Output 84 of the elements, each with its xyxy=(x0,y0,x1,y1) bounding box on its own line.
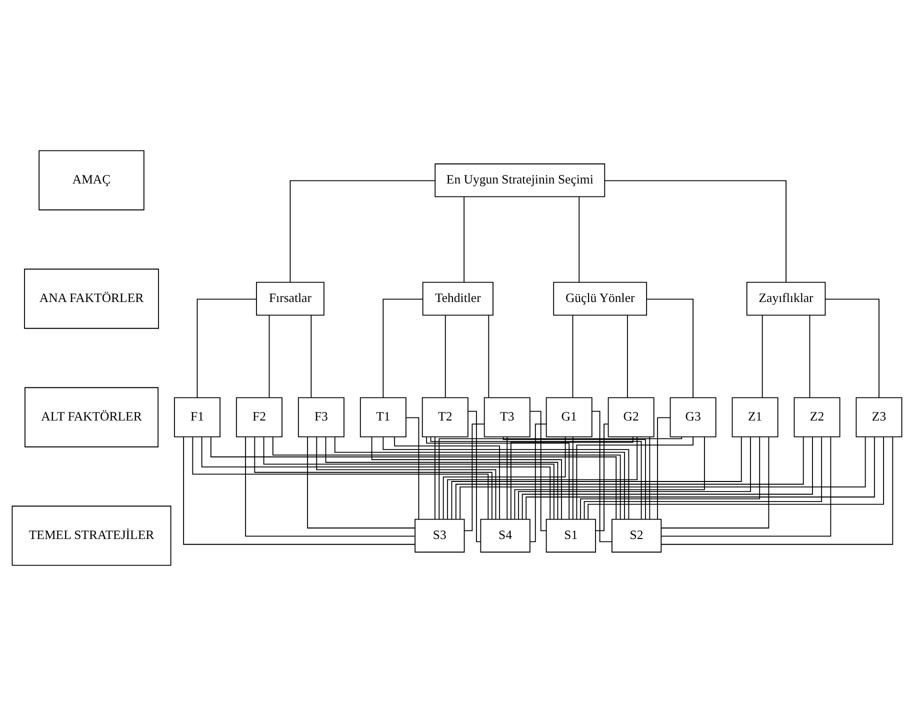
connector xyxy=(464,196,465,282)
connector xyxy=(518,436,751,520)
node-box: Z3 xyxy=(856,397,902,438)
connector xyxy=(762,314,763,398)
connector xyxy=(460,436,866,520)
node-box: G1 xyxy=(546,397,592,438)
node-box: S1 xyxy=(546,518,596,553)
connector xyxy=(657,417,670,520)
connector xyxy=(595,424,609,532)
connector xyxy=(626,314,628,398)
node-box: Fırsatlar xyxy=(256,282,324,316)
connector xyxy=(660,436,770,528)
connector xyxy=(394,436,500,520)
connector xyxy=(464,424,484,532)
connector xyxy=(290,180,436,283)
node-box: T1 xyxy=(360,397,406,438)
node-box: F2 xyxy=(236,397,282,438)
connector xyxy=(442,436,566,520)
connector xyxy=(572,436,574,520)
connector xyxy=(444,314,446,398)
node-box: F1 xyxy=(174,397,220,438)
connector xyxy=(183,436,416,545)
connector xyxy=(576,436,694,520)
connector xyxy=(522,436,813,520)
node-box: Tehditler xyxy=(422,282,494,316)
connector xyxy=(263,436,554,520)
connector xyxy=(592,410,612,542)
connector xyxy=(660,436,894,545)
connector xyxy=(371,436,562,520)
connector xyxy=(809,314,810,398)
node-box: G3 xyxy=(670,397,716,438)
connector xyxy=(426,436,570,520)
node-box: T2 xyxy=(422,397,468,438)
connector xyxy=(584,436,822,520)
node-box: Z2 xyxy=(794,397,840,438)
node-box: G2 xyxy=(608,397,654,438)
connector xyxy=(530,424,546,542)
connector xyxy=(604,180,786,283)
connector xyxy=(588,436,884,520)
node-box: S2 xyxy=(612,518,662,553)
connector xyxy=(254,436,492,520)
connector xyxy=(201,436,551,520)
connector xyxy=(192,436,489,520)
node-box: ANA FAKTÖRLER xyxy=(24,268,159,329)
node-box: S4 xyxy=(480,518,530,553)
connector xyxy=(580,436,760,520)
connector xyxy=(325,436,558,520)
node-box: Z1 xyxy=(732,397,778,438)
connector xyxy=(245,436,416,537)
node-box: Güçlü Yönler xyxy=(553,282,648,316)
node-box: En Uygun Stratejinin Seçimi xyxy=(434,163,606,198)
connector xyxy=(455,436,804,520)
connector xyxy=(307,436,416,528)
connector xyxy=(382,436,630,520)
node-box: Zayıflıklar xyxy=(746,282,826,316)
connector xyxy=(578,196,580,282)
node-box: AMAÇ xyxy=(38,150,144,210)
connector xyxy=(572,314,574,398)
connector xyxy=(438,436,682,520)
connector xyxy=(310,314,312,398)
connector xyxy=(506,436,508,520)
connector xyxy=(196,298,257,398)
connector xyxy=(661,436,832,537)
connector xyxy=(434,436,436,520)
node-box: ALT FAKTÖRLER xyxy=(24,387,158,448)
connector xyxy=(272,436,621,520)
connector xyxy=(451,436,742,520)
connector xyxy=(268,314,270,398)
connector xyxy=(334,436,625,520)
connector xyxy=(825,298,880,398)
node-box: T3 xyxy=(484,397,530,438)
connector xyxy=(649,436,650,520)
connector xyxy=(468,410,481,542)
connector xyxy=(382,298,424,398)
connector xyxy=(530,410,547,532)
node-box: F3 xyxy=(298,397,344,438)
node-box: TEMEL STRATEJİLER xyxy=(12,506,172,566)
node-box: S3 xyxy=(414,518,465,553)
connector xyxy=(488,314,490,398)
connector xyxy=(316,436,496,520)
connector xyxy=(210,436,617,520)
connector xyxy=(526,436,875,520)
connector xyxy=(514,436,705,520)
connector xyxy=(646,298,694,398)
